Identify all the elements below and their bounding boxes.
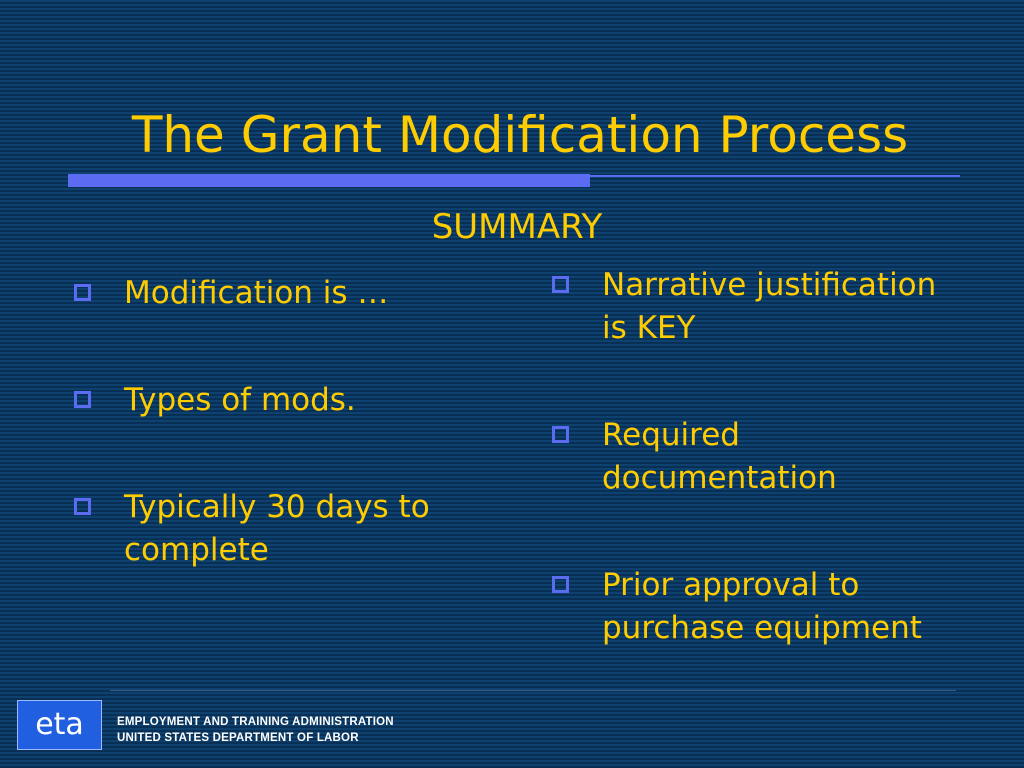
footer-line-department: UNITED STATES DEPARTMENT OF LABOR (117, 732, 359, 744)
hollow-square-icon (74, 391, 91, 408)
list-item: Typically 30 days to complete (72, 486, 462, 572)
bullet-text: Types of mods. (124, 382, 356, 418)
footer-line-agency: EMPLOYMENT AND TRAINING ADMINISTRATION (117, 716, 394, 728)
hollow-square-icon (552, 426, 569, 443)
list-item: Prior approval to purchase equipment (550, 564, 970, 650)
title-underline-thick (68, 174, 590, 187)
hollow-square-icon (552, 276, 569, 293)
list-item: Types of mods. (72, 379, 462, 422)
list-item: Narrative justification is KEY (550, 264, 970, 350)
hollow-square-icon (552, 576, 569, 593)
footer-divider (110, 690, 956, 691)
list-item: Required documentation (550, 414, 970, 500)
bullet-text: Modification is … (124, 275, 389, 311)
right-bullet-list: Narrative justification is KEY Required … (550, 264, 970, 714)
hollow-square-icon (74, 284, 91, 301)
hollow-square-icon (74, 498, 91, 515)
slide-title: The Grant Modification Process (131, 106, 909, 164)
slide-subtitle: SUMMARY (431, 207, 603, 247)
left-bullet-list: Modification is … Types of mods. Typical… (72, 272, 462, 636)
list-item: Modification is … (72, 272, 462, 315)
bullet-text: Typically 30 days to complete (124, 489, 430, 568)
bullet-text: Prior approval to purchase equipment (602, 567, 922, 646)
footer-agency-text: EMPLOYMENT AND TRAINING ADMINISTRATION U… (117, 714, 394, 746)
eta-logo: eta (17, 700, 102, 750)
title-underline-thin (590, 175, 960, 177)
bullet-text: Narrative justification is KEY (602, 267, 937, 346)
bullet-text: Required documentation (602, 417, 837, 496)
